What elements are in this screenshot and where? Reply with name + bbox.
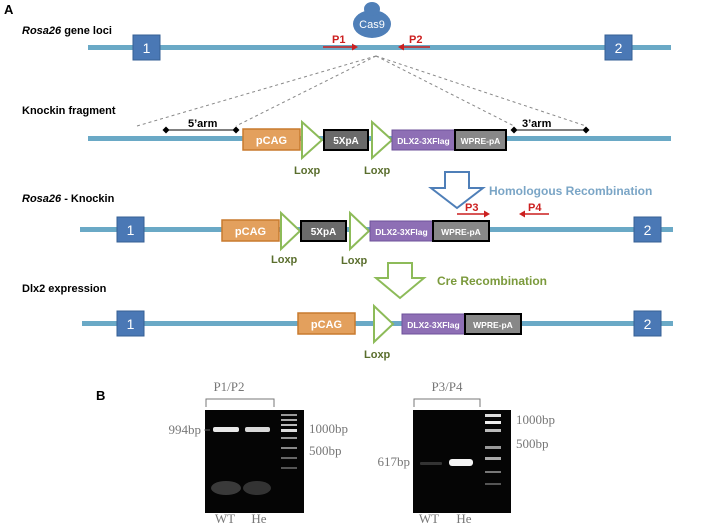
cre-label: Cre Recombination [437,274,547,288]
gel-1-band-wt [213,427,239,432]
gel-1-lane-wt: WT [215,511,235,525]
fragment-dlx2-box: DLX2-3XFlag [391,129,456,151]
primer-p2-label: P2 [409,34,422,46]
knockin-exon-2: 2 [633,216,662,243]
right-arm-marker [510,126,590,134]
gel-1-band-he [245,427,270,432]
expression-exon-2-label: 2 [644,316,652,332]
panel-a-label: A [4,2,14,17]
expression-wpre-box: WPRE-pA [464,313,522,335]
primer-p1-label: P1 [332,34,345,46]
knockin-loxp-1-label: Loxp [271,254,298,266]
expression-dlx2-box: DLX2-3XFlag [401,313,466,335]
gel-2-bracket [413,398,481,407]
primer-p3-arrow [457,210,490,218]
expression-exon-2: 2 [633,310,662,337]
fragment-wpre-box: WPRE-pA [454,129,507,151]
knockin-loxp-2-label: Loxp [341,255,368,267]
gel-2 [413,410,511,513]
gel-2-lane-wt: WT [419,511,439,525]
knockin-stop-box: 5XpA [300,220,347,242]
knockin-exon-1-label: 1 [127,222,135,238]
locus-exon-1: 1 [132,34,161,61]
panel-b-label: B [96,388,105,403]
primer-p4-arrow [519,210,549,218]
knockin-title: Rosa26 - Knockin [22,193,115,205]
cas9-label: Cas9 [359,19,385,31]
locus-exon-1-label: 1 [143,40,151,56]
gel-2-lane-he: He [456,511,471,525]
expression-loxp-label: Loxp [364,349,391,361]
homologous-arrow-icon [428,171,486,210]
expression-pcag-box: pCAG [297,312,356,335]
fragment-pcag-box: pCAG [242,128,301,151]
left-arm-marker [162,126,240,134]
fragment-stop-label: 5XpA [333,136,359,147]
gel-2-band-wt [420,462,442,465]
knockin-wpre-label: WPRE-pA [441,227,481,237]
right-arm-label: 3’arm [522,118,552,130]
fragment-dlx2-label: DLX2-3XFlag [397,136,449,146]
knockin-pcag-box: pCAG [221,219,280,242]
locus-exon-2-label: 2 [615,40,623,56]
expression-dlx2-label: DLX2-3XFlag [407,320,459,330]
expression-exon-1: 1 [116,310,145,337]
expression-exon-1-label: 1 [127,316,135,332]
expression-wpre-label: WPRE-pA [473,320,513,330]
cre-arrow-icon [373,262,427,300]
fragment-loxp-1-icon [301,119,324,161]
knockin-dlx2-box: DLX2-3XFlag [369,220,434,242]
gel-1-primer-label: P1/P2 [213,379,244,394]
gel-1-ladder-1000: 1000bp [309,421,348,436]
knockin-loxp-2-icon [349,210,371,252]
projection-lines [136,55,587,127]
gel-2-primer-label: P3/P4 [431,379,463,394]
fragment-loxp-2-label: Loxp [364,165,391,177]
gel-1-ladder [281,414,297,469]
knockin-loxp-1-icon [280,210,302,252]
knockin-stop-label: 5XpA [311,227,337,238]
gel-1-bracket [205,398,275,407]
knockin-wpre-box: WPRE-pA [432,220,490,242]
knockin-exon-1: 1 [116,216,145,243]
expression-pcag-label: pCAG [311,319,342,331]
fragment-loxp-2-icon [371,119,394,161]
gel-2-band-label: 617bp [378,454,411,469]
locus-backbone [88,45,671,50]
gel-2-ladder-500: 500bp [516,436,549,451]
gel-2-ladder-1000: 1000bp [516,412,555,427]
fragment-loxp-1-label: Loxp [294,165,321,177]
fragment-pcag-label: pCAG [256,135,287,147]
fragment-stop-box: 5XpA [323,129,369,151]
left-arm-label: 5’arm [188,118,218,130]
knockin-dlx2-label: DLX2-3XFlag [375,227,427,237]
knockin-exon-2-label: 2 [644,222,652,238]
locus-title: Rosa26 gene loci [22,25,112,37]
primer-p1-arrow [323,43,358,51]
gel-2-ladder [485,414,501,485]
gel-1 [205,410,304,513]
homologous-label: Homologous Recombination [489,184,652,198]
expression-loxp-icon [373,303,395,345]
gel-1-band-label: 994bp [169,422,202,437]
gel-1-ladder-500: 500bp [309,443,342,458]
primer-p4-label: P4 [528,202,542,214]
cas9-icon: Cas9 [353,2,391,38]
primer-p3-label: P3 [465,202,478,214]
locus-exon-2: 2 [604,34,633,61]
expression-title: Dlx2 expression [22,283,107,295]
fragment-title: Knockin fragment [22,105,116,117]
gel-2-band-he [449,459,473,466]
fragment-wpre-label: WPRE-pA [461,136,501,146]
knockin-pcag-label: pCAG [235,226,266,238]
gel-1-lane-he: He [251,511,266,525]
primer-p2-arrow [398,43,430,51]
